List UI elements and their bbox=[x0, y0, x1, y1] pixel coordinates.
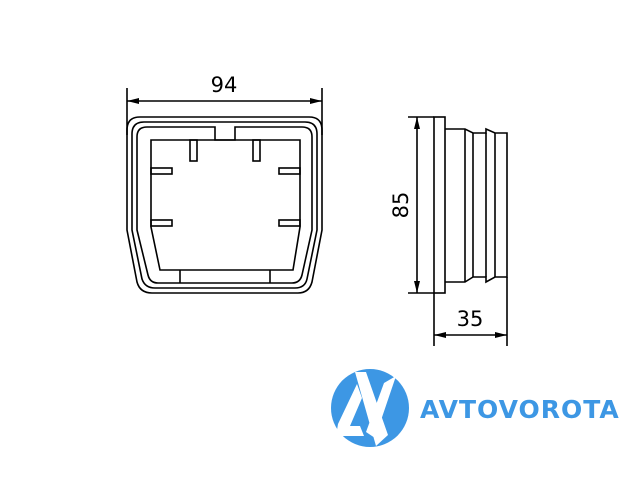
brand-logo: AVTOVOROTA bbox=[331, 369, 620, 447]
height-dimension: 85 bbox=[389, 116, 434, 294]
front-view bbox=[126, 116, 323, 294]
height-label: 85 bbox=[389, 192, 413, 219]
depth-dimension: 35 bbox=[433, 277, 508, 346]
depth-label: 35 bbox=[457, 307, 484, 331]
width-label: 94 bbox=[211, 73, 238, 97]
width-dimension: 94 bbox=[126, 73, 323, 135]
side-view bbox=[433, 116, 508, 294]
brand-name: AVTOVOROTA bbox=[420, 395, 620, 424]
